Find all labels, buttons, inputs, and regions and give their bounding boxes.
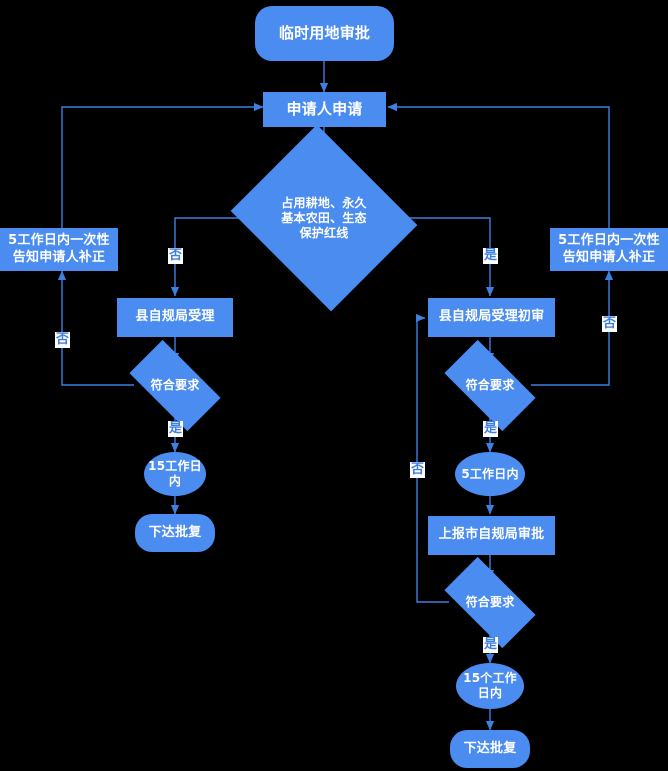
node-county-accept-label: 县自规局受理	[135, 309, 215, 325]
node-apply[interactable]: 申请人申请	[263, 92, 386, 127]
node-decision-land-use-label: 占用耕地、永久 基本农田、生态 保护红线	[253, 196, 395, 241]
node-days15-city[interactable]: 15个工作 日内	[456, 663, 524, 709]
edge-check-city-no-to-county-review	[415, 313, 449, 603]
edge-label-right-check-no: 否	[602, 316, 617, 332]
node-decision-land-use[interactable]: 占用耕地、永久 基本农田、生态 保护红线	[230, 124, 418, 312]
node-county-review-label: 县自规局受理初审	[438, 309, 545, 325]
days15-left-line-1: 15工作日	[148, 459, 202, 473]
node-reply-city[interactable]: 下达批复	[450, 730, 530, 768]
edge-notify-right-to-apply	[387, 102, 610, 228]
node-decision-check-left[interactable]: 符合要求	[129, 339, 221, 432]
node-days15-city-label: 15个工作 日内	[463, 671, 517, 701]
node-notify-left-label: 5工作日内一次性 告知申请人补正	[8, 233, 110, 266]
node-decision-check-left-label: 符合要求	[150, 378, 200, 392]
node-start[interactable]: 临时用地审批	[255, 6, 394, 61]
node-start-label: 临时用地审批	[278, 24, 371, 43]
node-days5-right[interactable]: 5工作日内	[455, 452, 525, 496]
edge-label-land-no: 否	[168, 248, 183, 264]
edge-label-land-yes: 是	[483, 248, 498, 264]
decide-land-line-2: 基本农田、生态	[281, 210, 367, 225]
node-reply-city-label: 下达批复	[463, 740, 517, 756]
edge-label-city-check-yes: 是	[483, 637, 498, 653]
node-days5-right-label: 5工作日内	[461, 466, 519, 481]
notify-right-line-2: 告知申请人补正	[562, 249, 656, 265]
days15-city-line-1: 15个工作	[463, 671, 517, 685]
notify-left-line-2: 告知申请人补正	[12, 249, 106, 265]
node-notify-left[interactable]: 5工作日内一次性 告知申请人补正	[0, 228, 118, 271]
edge-label-city-check-no: 否	[410, 462, 425, 478]
edge-label-left-check-yes: 是	[168, 421, 183, 437]
node-county-accept[interactable]: 县自规局受理	[117, 298, 233, 337]
node-city-submit[interactable]: 上报市自规局审批	[428, 516, 555, 555]
node-decision-check-city[interactable]: 符合要求	[444, 556, 536, 649]
edge-label-left-check-no: 否	[55, 332, 70, 348]
node-reply-left[interactable]: 下达批复	[135, 514, 215, 552]
node-city-submit-label: 上报市自规局审批	[438, 527, 545, 543]
days15-left-line-2: 内	[168, 474, 182, 488]
days15-city-line-2: 日内	[477, 686, 503, 700]
edge-label-right-check-yes: 是	[483, 421, 498, 437]
node-decision-check-right-label: 符合要求	[465, 378, 515, 392]
node-days15-left[interactable]: 15工作日 内	[144, 452, 206, 496]
node-notify-right[interactable]: 5工作日内一次性 告知申请人补正	[550, 228, 668, 271]
node-apply-label: 申请人申请	[286, 100, 363, 119]
node-county-review[interactable]: 县自规局受理初审	[428, 298, 555, 337]
notify-left-line-1: 5工作日内一次性	[8, 233, 110, 249]
node-days15-left-label: 15工作日 内	[148, 459, 202, 489]
node-reply-left-label: 下达批复	[148, 524, 202, 540]
node-notify-right-label: 5工作日内一次性 告知申请人补正	[558, 233, 660, 266]
notify-right-line-1: 5工作日内一次性	[558, 233, 660, 249]
node-decision-check-right[interactable]: 符合要求	[444, 339, 536, 432]
node-decision-check-city-label: 符合要求	[465, 595, 515, 609]
decide-land-line-3: 保护红线	[299, 225, 349, 240]
decide-land-line-1: 占用耕地、永久	[281, 195, 367, 210]
